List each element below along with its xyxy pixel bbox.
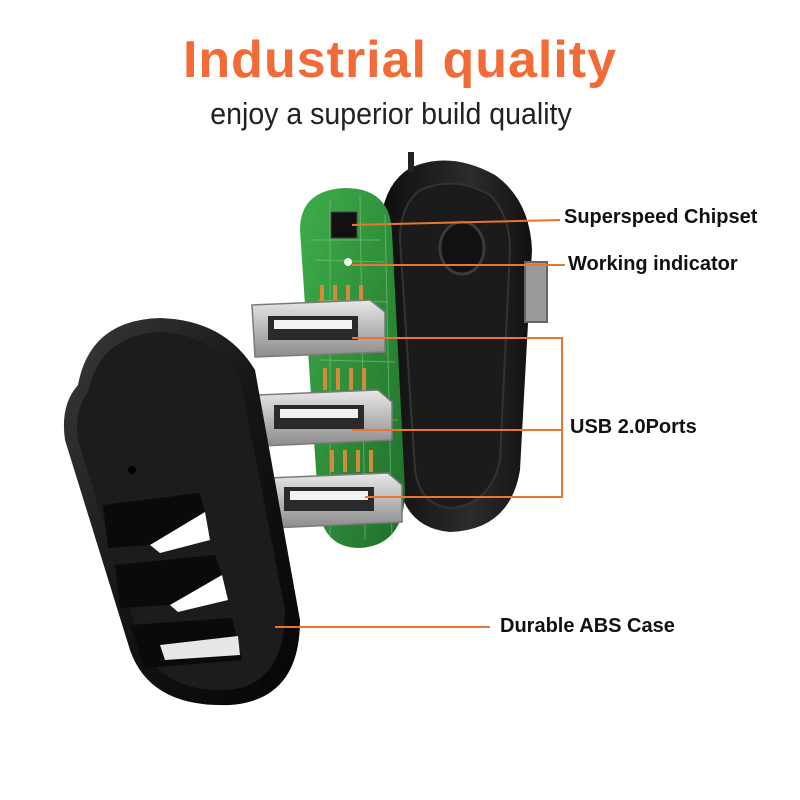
headline: Industrial quality bbox=[182, 31, 618, 89]
front-abs-case bbox=[63, 318, 301, 706]
usb-port-1 bbox=[251, 299, 386, 358]
callout-abs-case: Durable ABS Case bbox=[500, 615, 675, 637]
callout-superspeed-chipset: Superspeed Chipset bbox=[564, 206, 758, 228]
subheadline: enjoy a superior build quality bbox=[210, 96, 572, 131]
back-housing bbox=[380, 152, 548, 532]
usb-port-3 bbox=[267, 472, 403, 529]
callout-working-indicator: Working indicator bbox=[568, 253, 738, 275]
callout-usb-ports: USB 2.0Ports bbox=[570, 416, 697, 438]
indicator-led-icon bbox=[344, 258, 352, 266]
usb-port-2 bbox=[257, 389, 393, 447]
callout-lines bbox=[275, 219, 565, 628]
